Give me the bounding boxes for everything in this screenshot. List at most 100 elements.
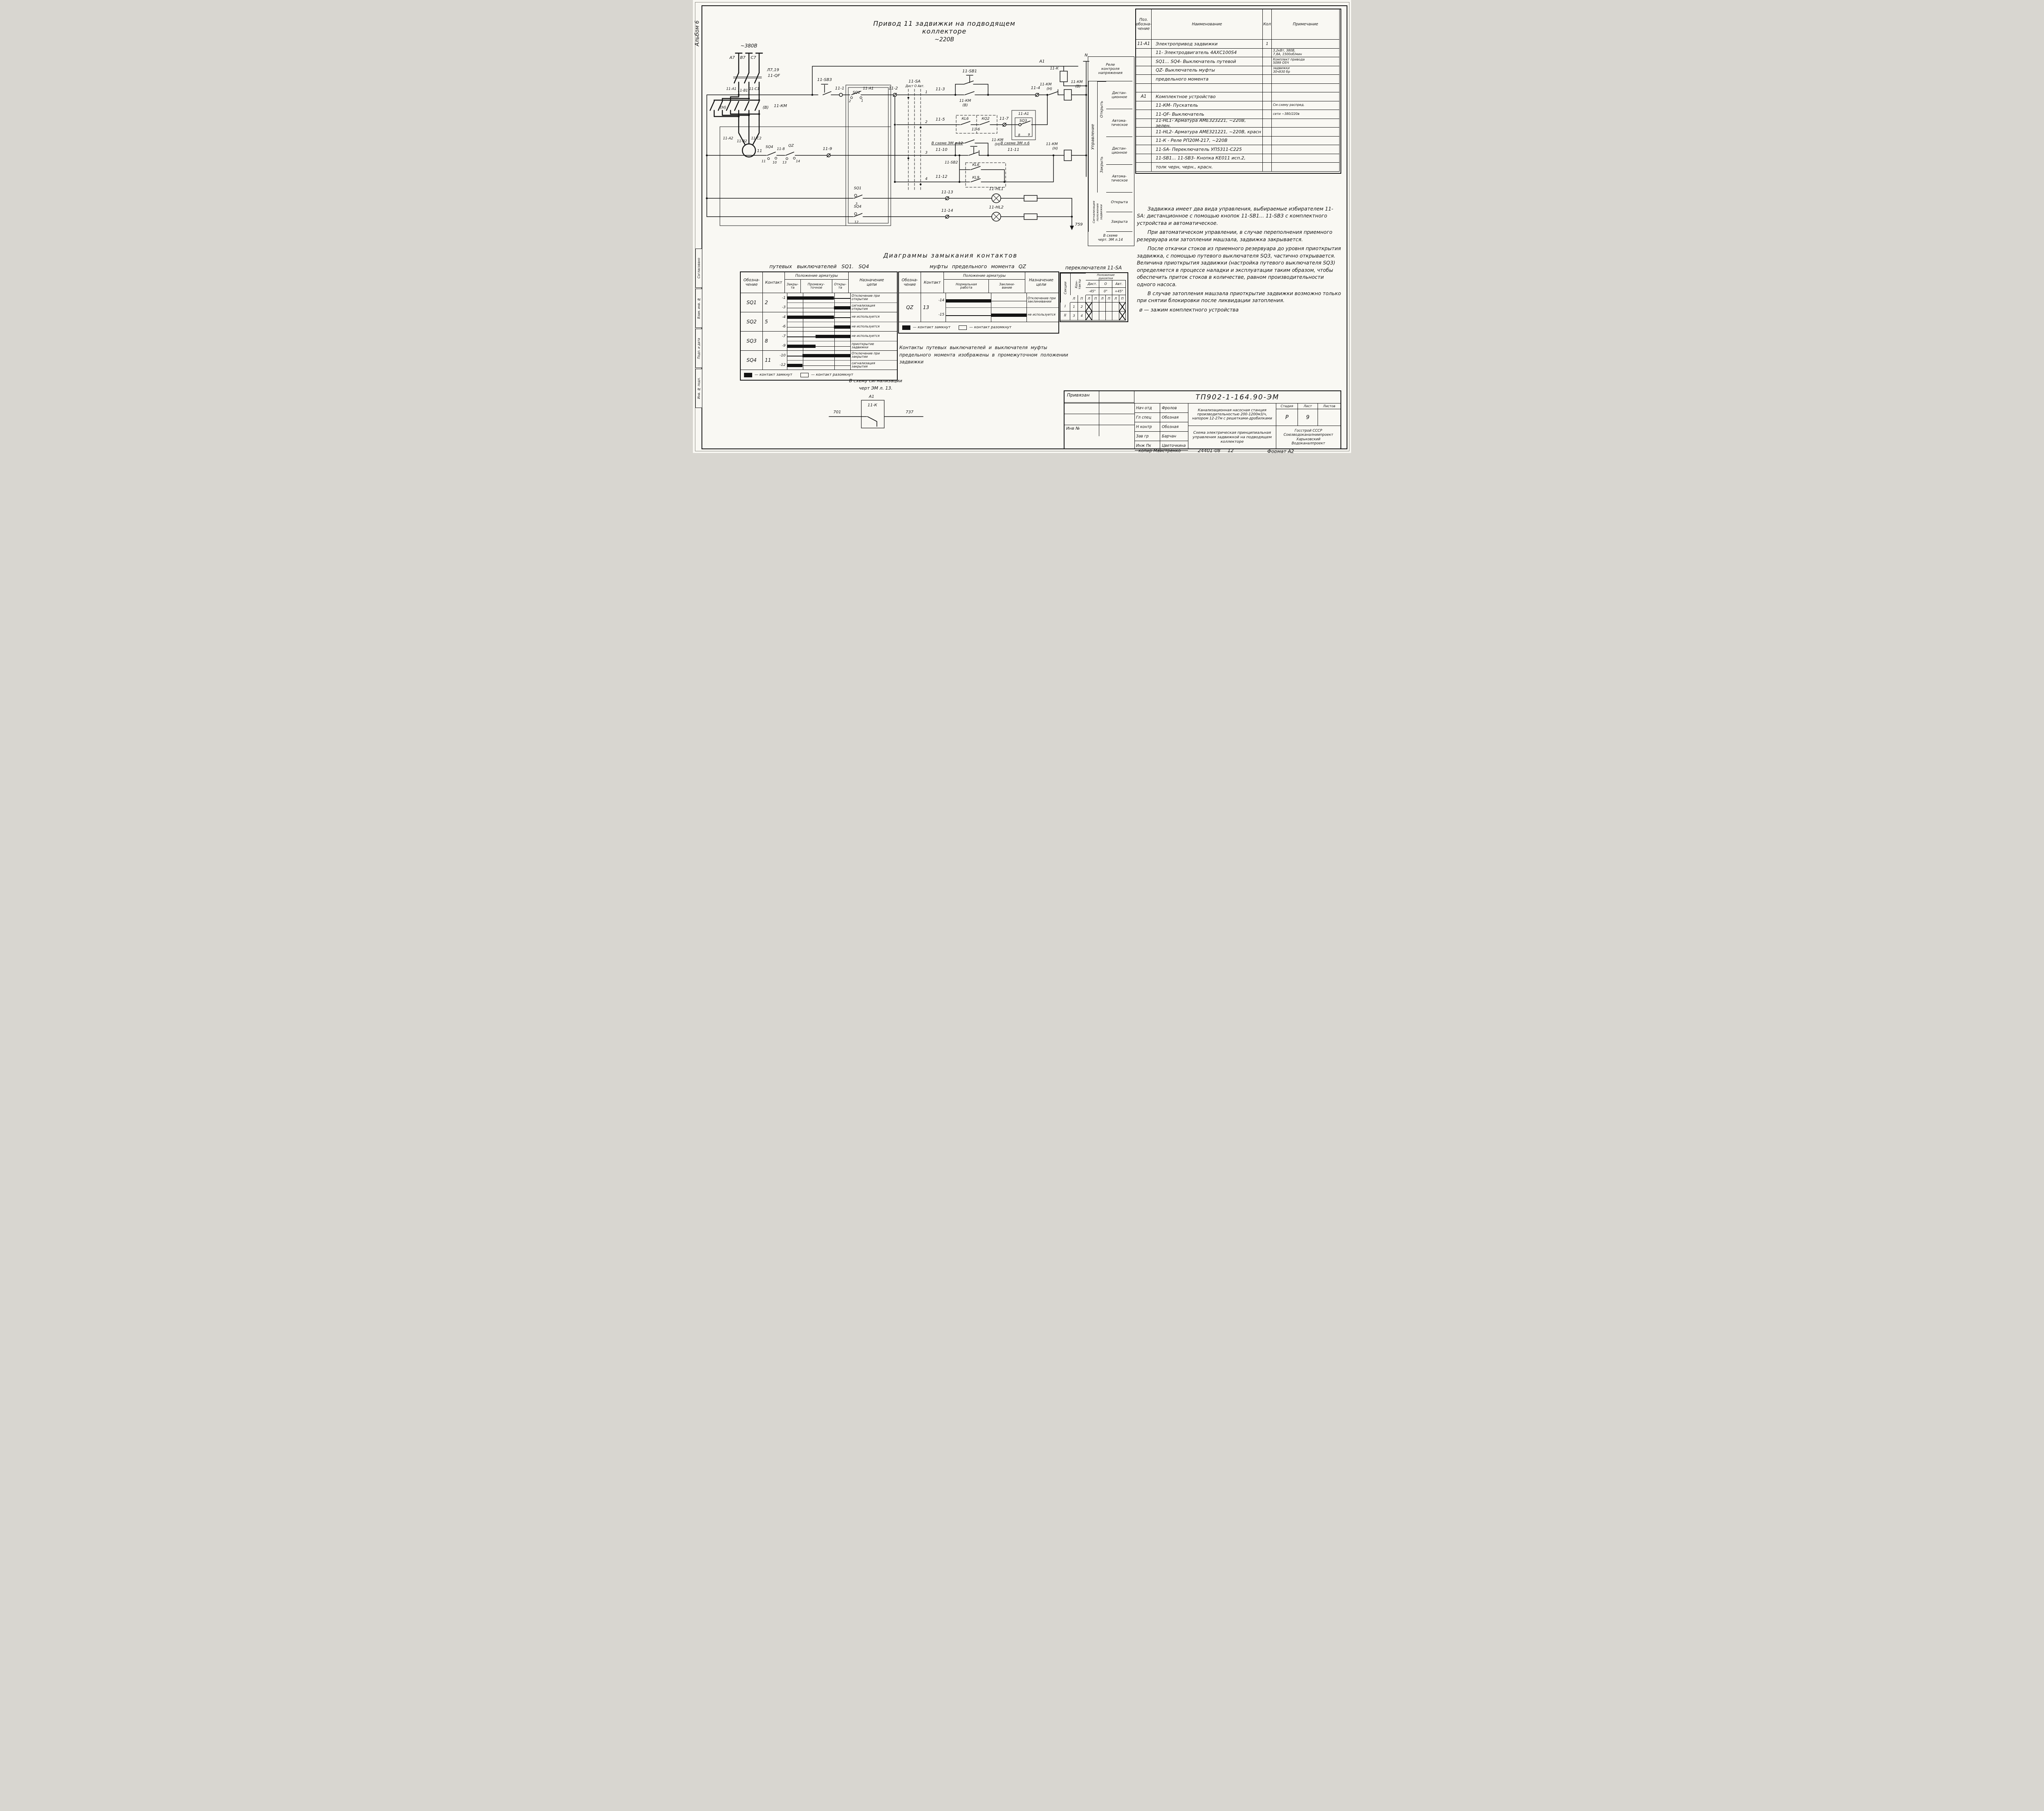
empty-mark — [1099, 303, 1106, 312]
footer-sheet-number: 12 — [1228, 448, 1234, 453]
switch-sq3-symbol — [1021, 121, 1031, 125]
position-column-header: Промежу- точное — [801, 280, 832, 293]
sq4-term12-label: 12 — [854, 220, 858, 224]
lamp-11hl2-label: 11-НL2 — [989, 205, 1004, 210]
stage-value-row: Р 9 — [1276, 409, 1340, 426]
terminal-759-arrow — [1070, 226, 1074, 230]
components-cell: А1 — [1136, 92, 1152, 101]
components-cell — [1272, 136, 1340, 145]
components-cell — [1272, 154, 1340, 163]
km-n-hold-label: 11-КМ — [992, 138, 1004, 142]
lp-header: П — [1078, 295, 1086, 303]
components-cell — [1272, 119, 1340, 128]
components-cell: 11-НL1- Арматура АМЕ323221, ~220В, зелен… — [1152, 119, 1263, 128]
kl6-kl9-contacts — [970, 166, 981, 182]
closed-contact-label: — контакт замкнут — [755, 373, 792, 377]
sheet-header: Лист — [1298, 403, 1318, 409]
contact-l: 3 — [1070, 312, 1078, 321]
qz-term13-label: 13 — [782, 161, 787, 164]
components-cell — [1272, 83, 1340, 92]
wire-11a2-label: 11-А2 — [723, 137, 733, 141]
km-n-coil-label: 11-КМ — [1046, 142, 1058, 146]
km-contactor-label: 11-КМ — [774, 104, 787, 108]
designation-header: Обозна- чение — [899, 272, 921, 293]
signature-role: Зав гр — [1135, 432, 1160, 441]
handle-position-header: Положение рукоятки — [1086, 273, 1126, 280]
switch-sq1-label: SQ1 — [853, 91, 861, 95]
closed-contact-label: — контакт замкнут — [913, 325, 950, 329]
schematic-svg: ~380ВА7В7С7Л7,1911-QF11-А111-В111-С1(Н)(… — [706, 43, 1089, 230]
position-name: Авт. — [1112, 280, 1126, 288]
wire-l7-19-label: Л7,19 — [766, 68, 779, 72]
box-11a1-label: 11-А1 — [863, 87, 874, 91]
circuit-purpose: Отключение при закрытии — [851, 351, 897, 361]
terminal-11-2-label: 11-2 — [889, 86, 898, 91]
button-sb1-symbol — [955, 75, 988, 95]
switch-id: SQ4 — [741, 351, 763, 370]
wire-11-6-label: 11-6 — [972, 128, 980, 132]
footer-code: 24401-08 12 — [1198, 448, 1234, 453]
km-v-coil-symbol — [1064, 89, 1072, 101]
position-angle: -45° — [1086, 288, 1099, 295]
contact-numbers: 8-7-9 — [763, 332, 787, 350]
lp-header: Л — [1099, 295, 1106, 303]
components-cell: предельного момента — [1152, 75, 1263, 84]
signal-section-label: Сигнализация положения задвижки — [1088, 193, 1106, 232]
closed-state-bar — [802, 354, 851, 358]
stage-header-row: Стадия Лист Листов — [1276, 403, 1340, 409]
km-n-hold-contact — [955, 139, 988, 156]
signal-wire-701-label: 701 — [833, 410, 841, 415]
terminal-11-1-label: 11-1 — [835, 86, 845, 91]
contact-state-track — [787, 293, 851, 312]
qz-table-subtitle: муфты предельного момента QZ — [930, 263, 1026, 269]
section-number: II — [1060, 312, 1070, 321]
closed-state-bar — [787, 316, 834, 319]
components-cell: Комплектное устройство — [1152, 92, 1263, 101]
closed-state-bar — [816, 335, 851, 338]
components-cell: 11-QF- Выключатель — [1152, 110, 1263, 119]
stage-value: Р — [1276, 409, 1298, 426]
components-cell: 11-А1 — [1136, 40, 1152, 49]
sheets-header: Листов — [1323, 404, 1336, 408]
components-cell — [1136, 57, 1152, 66]
components-cell: Комплект привода 5099 ОSЧ — [1272, 57, 1340, 66]
circuit-purpose: сигнализация закрытия — [852, 361, 875, 368]
wire-11-3-label: 11-3 — [936, 87, 945, 92]
empty-mark — [1106, 303, 1113, 312]
components-cell: 11-КМ- Пускатель — [1152, 101, 1263, 110]
switch-id: SQ3 — [741, 332, 763, 350]
contact-state-track — [787, 312, 851, 331]
hl1-resistor — [1024, 195, 1038, 202]
bound-cell: Привязан — [1065, 391, 1134, 403]
components-header: Примечание — [1272, 9, 1340, 40]
km-n-hold-label2: (Н) — [995, 143, 1000, 147]
relay-voltage-header: Реле контроля напряжения — [1088, 57, 1133, 81]
components-cell — [1263, 163, 1272, 172]
wire-11-12-label: 11-12 — [935, 175, 947, 179]
components-cell — [1263, 136, 1272, 145]
components-cell — [1136, 163, 1152, 172]
empty-mark — [1112, 303, 1119, 312]
bus-a1-label: А1 — [1039, 59, 1044, 64]
sq4-signal-contact — [854, 213, 863, 217]
contacts-header: Кон- такты — [1070, 273, 1086, 295]
sheet-edge — [695, 2, 1349, 451]
signal-relay-11k-label: 11-К — [867, 403, 877, 408]
lp-header: П — [1119, 295, 1126, 303]
components-cell: SQ1... SQ4- Выключатель путевой — [1152, 57, 1263, 66]
components-cell — [1272, 40, 1340, 49]
components-header: Поз. обозна- чение — [1136, 9, 1152, 40]
components-cell — [1136, 66, 1152, 75]
closed-state-bar — [787, 344, 816, 348]
components-cell — [1263, 57, 1272, 66]
signature-role: Н контр — [1135, 422, 1160, 431]
signature-name: Барчан — [1162, 434, 1177, 439]
wire-11a1-label: 11-А1 — [726, 87, 736, 91]
sq1-term2-label: 2 — [849, 99, 851, 103]
